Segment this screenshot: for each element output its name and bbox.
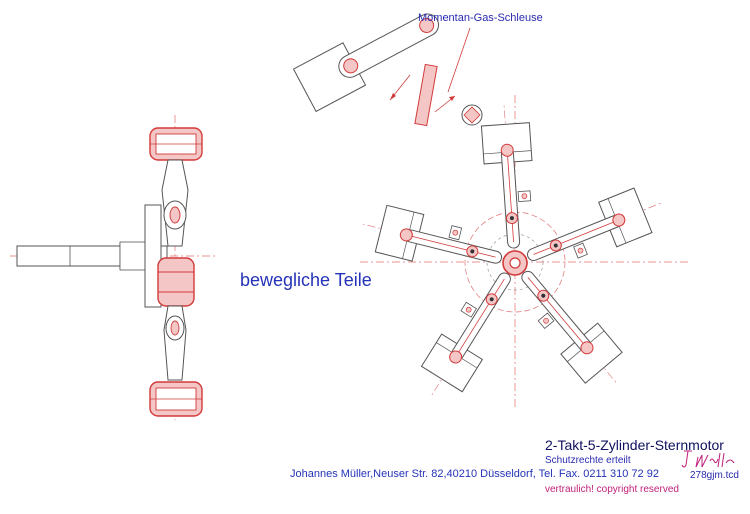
side-view-assembly [10, 115, 215, 420]
cylinder-4 [420, 261, 516, 398]
crank-hub [157, 257, 195, 307]
moving-parts-label: bewegliche Teile [240, 270, 372, 290]
bottom-piston [149, 381, 203, 417]
radial-engine-front-view [359, 95, 690, 410]
signature-mark [681, 450, 735, 468]
drawing-title: 2-Takt-5-Zylinder-Sternmotor [545, 437, 724, 453]
cylinders [359, 102, 664, 398]
top-piston [149, 127, 203, 161]
gas-lock-label: Momentan-Gas-Schleuse [418, 12, 543, 24]
cylinder-3 [514, 261, 623, 385]
file-id: 278gjm.tcd [690, 470, 739, 481]
cylinder-2 [514, 187, 664, 263]
confidential-note: vertraulich! copyright reserved [545, 484, 679, 495]
cylinder-5 [359, 204, 516, 264]
gas-lock-detail [292, 13, 483, 127]
cylinder-1 [480, 102, 533, 263]
patent-note: Schutzrechte erteilt [545, 455, 631, 466]
author-address: Johannes Müller,Neuser Str. 82,40210 Düs… [290, 468, 659, 480]
